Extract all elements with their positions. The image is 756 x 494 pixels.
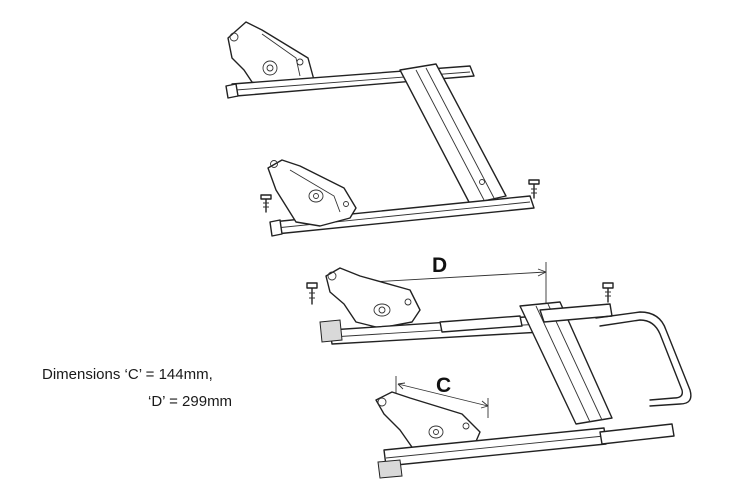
dimensions-caption-line1: Dimensions ‘C’ = 144mm, xyxy=(42,366,213,383)
dimensions-caption-line2: ‘D’ = 299mm xyxy=(148,393,233,410)
lower-slider-assembly: D C xyxy=(306,254,692,479)
upper-bracket-assembly xyxy=(225,21,540,237)
dimension-c-label: C xyxy=(436,374,451,397)
dimension-c-indicator: C xyxy=(395,374,489,418)
dimension-d-label: D xyxy=(432,254,447,277)
